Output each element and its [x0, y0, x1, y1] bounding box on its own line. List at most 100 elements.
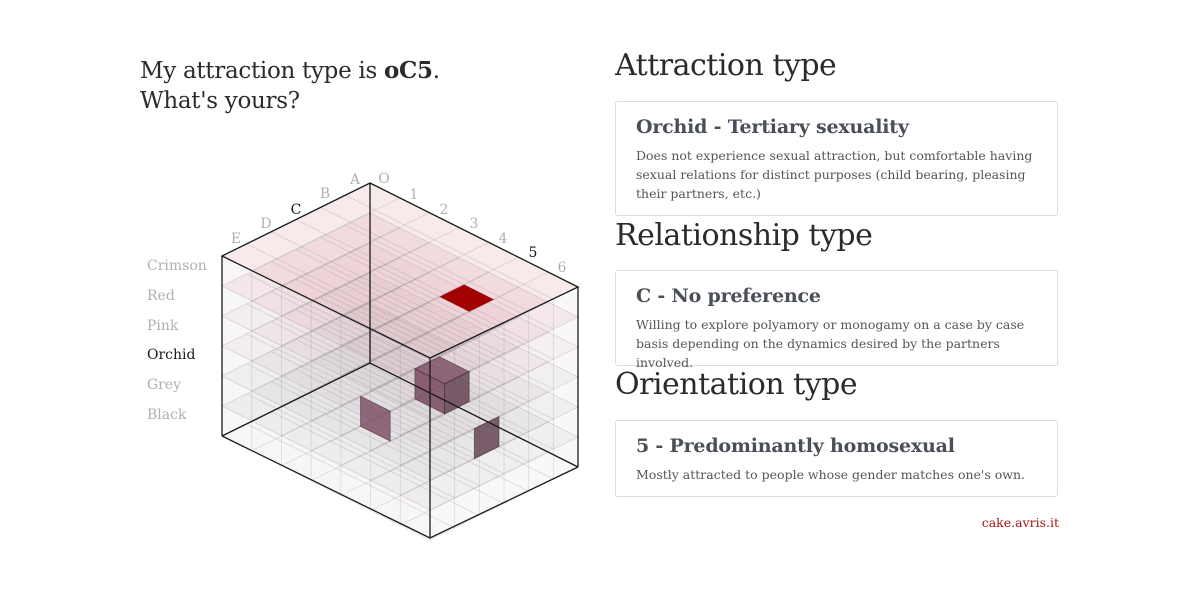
grid-line: [246, 393, 455, 499]
grid-line: [370, 286, 519, 361]
grid-line: [345, 254, 554, 360]
grid-line: [429, 376, 579, 451]
grid-line: [251, 227, 400, 302]
selected-block-stub-left: [360, 395, 391, 442]
orientation-type-card: 5 - Predominantly homosexual Mostly attr…: [615, 420, 1058, 497]
grid-line: [281, 302, 430, 377]
grid-line: [369, 332, 579, 438]
grid-line: [271, 261, 480, 367]
grid-line: [221, 272, 371, 347]
orientation-type-heading: Orientation type: [615, 367, 858, 402]
grid-line: [281, 362, 430, 437]
grid-line: [400, 451, 549, 526]
grid-line: [345, 374, 554, 480]
grid-line: [345, 194, 554, 300]
grid-line: [320, 296, 529, 402]
cube-layer-5: [222, 333, 578, 510]
grid-line: [340, 422, 490, 496]
grid-line: [340, 272, 490, 346]
orientation-label-1: 1: [410, 187, 419, 203]
grid-line: [221, 302, 371, 377]
headline-line1: My attraction type is oC5.: [140, 56, 440, 86]
grid-line: [295, 279, 505, 384]
grid-line: [310, 227, 460, 301]
credit-link[interactable]: cake.avris.it: [981, 515, 1059, 530]
relationship-label-o: O: [378, 171, 389, 187]
orientation-label-6: 6: [558, 260, 567, 276]
grid-line: [251, 287, 400, 362]
grid-line: [281, 242, 430, 317]
grid-line: [221, 315, 431, 421]
grid-line: [221, 285, 431, 391]
grid-line: [429, 406, 579, 481]
grid-line: [369, 302, 579, 408]
grid-line: [370, 256, 519, 331]
grid-line: [295, 399, 505, 504]
grid-line: [246, 243, 455, 349]
attraction-type-heading: Attraction type: [615, 48, 837, 83]
grid-line: [295, 249, 505, 354]
attraction-label-red[interactable]: Red: [147, 288, 175, 304]
cube-layer-1: [222, 213, 578, 390]
grid-line: [369, 212, 579, 318]
grid-line: [345, 284, 554, 390]
grid-line: [310, 287, 460, 361]
headline-prefix: My attraction type is: [140, 58, 384, 84]
headline: My attraction type is oC5. What's yours?: [140, 56, 440, 116]
grid-line: [251, 257, 400, 332]
grid-line: [320, 206, 529, 312]
grid-line: [281, 212, 430, 287]
cube-edge: [221, 435, 579, 539]
grid-line: [340, 302, 490, 376]
attraction-label-grey[interactable]: Grey: [147, 377, 182, 393]
attraction-label-crimson[interactable]: Crimson: [147, 258, 207, 274]
grid-line: [221, 332, 371, 407]
grid-line: [281, 392, 430, 467]
relationship-type-card: C - No preference Willing to explore pol…: [615, 270, 1058, 370]
relationship-label-b: B: [320, 186, 330, 202]
attraction-type-card-text: Does not experience sexual attraction, b…: [636, 148, 1033, 201]
grid-line: [310, 257, 460, 331]
relationship-label-d: D: [260, 216, 271, 232]
grid-line: [400, 301, 549, 376]
relationship-type-heading: Relationship type: [615, 218, 873, 253]
grid-line: [246, 363, 455, 469]
grid-line: [221, 242, 371, 317]
grid-line: [246, 273, 455, 379]
grid-line: [246, 333, 455, 439]
attraction-label-black[interactable]: Black: [147, 407, 187, 423]
grid-line: [320, 266, 529, 372]
grid-line: [370, 316, 519, 391]
grid-line: [221, 405, 431, 511]
attraction-code: oC5: [383, 57, 433, 84]
grid-line: [310, 407, 460, 481]
cube-edge: [221, 362, 579, 468]
grid-line: [429, 436, 579, 511]
attraction-label-orchid[interactable]: Orchid: [147, 347, 196, 363]
grid-line: [310, 317, 460, 391]
orientation-type-card-title: 5 - Predominantly homosexual: [636, 435, 955, 457]
orientation-label-5: 5: [529, 245, 538, 261]
cube-right-face: [430, 287, 578, 538]
grid-line: [221, 345, 431, 451]
orientation-label-3: 3: [470, 216, 479, 232]
grid-line: [221, 375, 431, 481]
grid-line: [271, 231, 480, 337]
cube-left-face: [222, 256, 430, 538]
grid-line: [369, 272, 579, 378]
grid-line: [251, 197, 400, 272]
relationship-type-card-text: Willing to explore polyamory or monogamy…: [636, 317, 1025, 370]
grid-line: [221, 212, 371, 287]
grid-line: [295, 339, 505, 444]
grid-line: [340, 392, 490, 466]
cube-layer-0: [222, 183, 578, 360]
attraction-label-pink[interactable]: Pink: [147, 318, 179, 334]
relationship-label-e: E: [231, 231, 241, 247]
cube-layer-2: [222, 243, 578, 420]
headline-question: What's yours?: [140, 88, 300, 114]
grid-line: [320, 386, 529, 492]
attraction-type-card-title: Orchid - Tertiary sexuality: [636, 116, 909, 138]
orientation-type-card-text: Mostly attracted to people whose gender …: [636, 467, 1026, 482]
grid-line: [271, 411, 480, 517]
